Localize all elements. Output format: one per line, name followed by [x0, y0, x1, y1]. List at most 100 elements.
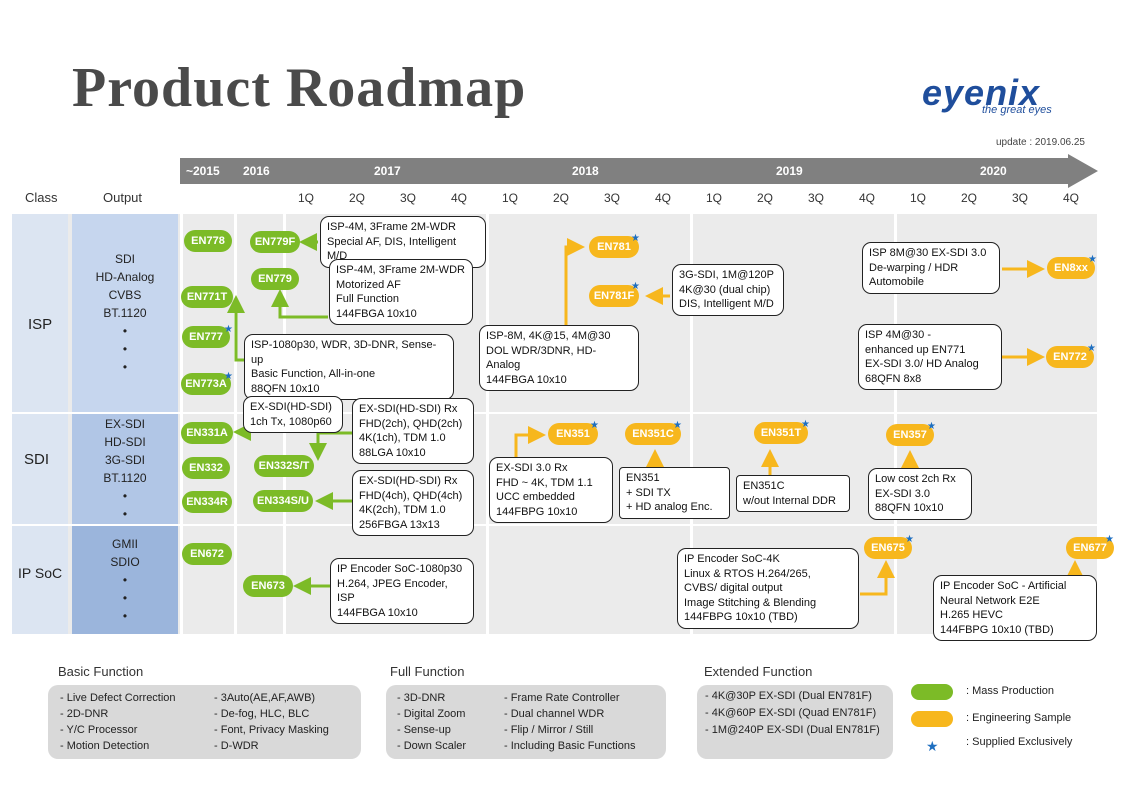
quarter-label: 1Q	[297, 191, 314, 205]
legend-basic-box	[48, 685, 361, 759]
chip-en675: EN675	[864, 537, 912, 559]
page-title: Product Roadmap	[72, 57, 527, 119]
chip-en781f: EN781F	[589, 285, 639, 307]
quarter-label: 1Q	[909, 191, 926, 205]
chip-en779f: EN779F	[250, 231, 300, 253]
desc-en351t: EN351C w/out Internal DDR	[736, 475, 850, 512]
grid-divider	[690, 214, 693, 634]
year-label: 2019	[776, 164, 803, 178]
desc-en781f: 3G-SDI, 1M@120P 4K@30 (dual chip) DIS, I…	[672, 264, 784, 316]
output-cell-isp: SDI HD-Analog CVBS BT.1120 • • •	[72, 214, 178, 412]
desc-en334: EX-SDI(HD-SDI) Rx FHD(4ch), QHD(4ch) 4K(…	[352, 470, 474, 536]
chip-en781: EN781	[589, 236, 639, 258]
star-icon: ★	[801, 419, 810, 430]
desc-en351: EX-SDI 3.0 Rx FHD ~ 4K, TDM 1.1 UCC embe…	[489, 457, 613, 523]
chip-en673: EN673	[243, 575, 293, 597]
chip-en777: EN777	[182, 326, 230, 348]
legend-full-title: Full Function	[390, 664, 465, 679]
legend-extended-title: Extended Function	[704, 664, 813, 679]
quarter-label: 1Q	[705, 191, 722, 205]
quarter-label: 2Q	[960, 191, 977, 205]
desc-en673: IP Encoder SoC-1080p30 H.264, JPEG Encod…	[330, 558, 474, 624]
legend-mass-swatch	[911, 684, 953, 700]
desc-en781: ISP-8M, 4K@15, 4M@30 DOL WDR/3DNR, HD- A…	[479, 325, 639, 391]
quarter-label: 1Q	[501, 191, 518, 205]
star-icon: ★	[1105, 534, 1114, 545]
chip-en677: EN677	[1066, 537, 1114, 559]
legend-exclusive-label: : Supplied Exclusively	[966, 736, 1073, 748]
chip-en331a: EN331A	[181, 422, 233, 444]
chip-en773a: EN773A	[181, 373, 231, 395]
star-icon: ★	[590, 420, 599, 431]
class-cell-ipsoc	[12, 526, 68, 634]
chip-en8xx: EN8xx	[1047, 257, 1095, 279]
class-cell-isp	[12, 214, 68, 412]
desc-en8xx: ISP 8M@30 EX-SDI 3.0 De-warping / HDR Au…	[862, 242, 1000, 294]
quarter-label: 4Q	[1062, 191, 1079, 205]
desc-en779f: ISP-4M, 3Frame 2M-WDR Special AF, DIS, I…	[320, 216, 486, 268]
timeline-arrow	[180, 154, 1098, 188]
chip-en334su: EN334S/U	[253, 490, 313, 512]
desc-en332: EX-SDI(HD-SDI) Rx FHD(2ch), QHD(2ch) 4K(…	[352, 398, 474, 464]
logo-slogan: the great eyes	[982, 104, 1052, 116]
legend-full-list: - 3D-DNR - Digital Zoom - Sense-up - Dow…	[397, 692, 467, 752]
legend-basic-title: Basic Function	[58, 664, 144, 679]
chip-en672: EN672	[182, 543, 232, 565]
desc-en772: ISP 4M@30 - enhanced up EN771 EX-SDI 3.0…	[858, 324, 1002, 390]
quarter-label: 2Q	[552, 191, 569, 205]
class-header: Class	[25, 190, 58, 205]
star-icon: ★	[224, 371, 233, 382]
class-cell-sdi	[12, 414, 68, 524]
year-label: ~2015	[186, 164, 220, 178]
class-label: SDI	[24, 451, 50, 468]
chip-en771t: EN771T	[181, 286, 233, 308]
chip-en772: EN772	[1046, 346, 1094, 368]
quarter-label: 3Q	[603, 191, 620, 205]
class-label: ISP	[28, 316, 53, 333]
year-label: 2016	[243, 164, 270, 178]
eyenix-logo: eyenix	[922, 72, 1041, 113]
quarter-label: 3Q	[399, 191, 416, 205]
desc-en771: ISP-1080p30, WDR, 3D-DNR, Sense-up Basic…	[244, 334, 454, 400]
chip-en778: EN778	[184, 230, 232, 252]
star-icon: ★	[1088, 254, 1097, 265]
chip-en351c: EN351C	[625, 423, 681, 445]
grid-divider	[486, 214, 489, 634]
chip-en332: EN332	[182, 457, 230, 479]
desc-en779: ISP-4M, 3Frame 2M-WDR Motorized AF Full …	[329, 259, 473, 325]
chip-en351: EN351	[548, 423, 598, 445]
legend-full-box	[386, 685, 666, 759]
update-date: update : 2019.06.25	[996, 137, 1085, 148]
chip-en351t: EN351T	[754, 422, 808, 444]
legend-engineering-label: : Engineering Sample	[966, 712, 1072, 724]
output-cell-ipsoc: GMII SDIO • • •	[72, 526, 178, 634]
year-label: 2018	[572, 164, 599, 178]
grid-row-divider	[12, 412, 1097, 414]
star-icon: ★	[673, 420, 682, 431]
quarter-label: 4Q	[858, 191, 875, 205]
legend-basic-list: - Live Defect Correction - 2D-DNR - Y/C …	[60, 692, 176, 752]
quarter-label: 2Q	[348, 191, 365, 205]
grid-divider	[180, 214, 183, 634]
legend-mass-label: : Mass Production	[966, 685, 1055, 697]
legend-basic-list: - 3Auto(AE,AF,AWB) - De-fog, HLC, BLC - …	[214, 692, 329, 752]
star-icon: ★	[631, 233, 640, 244]
quarter-label: 3Q	[1011, 191, 1028, 205]
chip-en779: EN779	[251, 268, 299, 290]
star-icon: ★	[224, 324, 233, 335]
desc-en675: IP Encoder SoC-4K Linux & RTOS H.264/265…	[677, 548, 859, 629]
desc-en331: EX-SDI(HD-SDI) 1ch Tx, 1080p60	[243, 396, 343, 433]
quarter-label: 4Q	[450, 191, 467, 205]
quarter-label: 3Q	[807, 191, 824, 205]
star-icon: ★	[905, 534, 914, 545]
star-icon: ★	[631, 281, 640, 292]
class-label: IP SoC	[18, 565, 63, 581]
legend-engineering-swatch	[911, 711, 953, 727]
star-icon: ★	[927, 421, 936, 432]
chip-en357: EN357	[886, 424, 934, 446]
legend-extended-list: - 4K@30P EX-SDI (Dual EN781F) - 4K@60P E…	[697, 685, 893, 759]
chip-en332st: EN332S/T	[254, 455, 314, 477]
quarter-label: 4Q	[654, 191, 671, 205]
year-label: 2020	[980, 164, 1007, 178]
